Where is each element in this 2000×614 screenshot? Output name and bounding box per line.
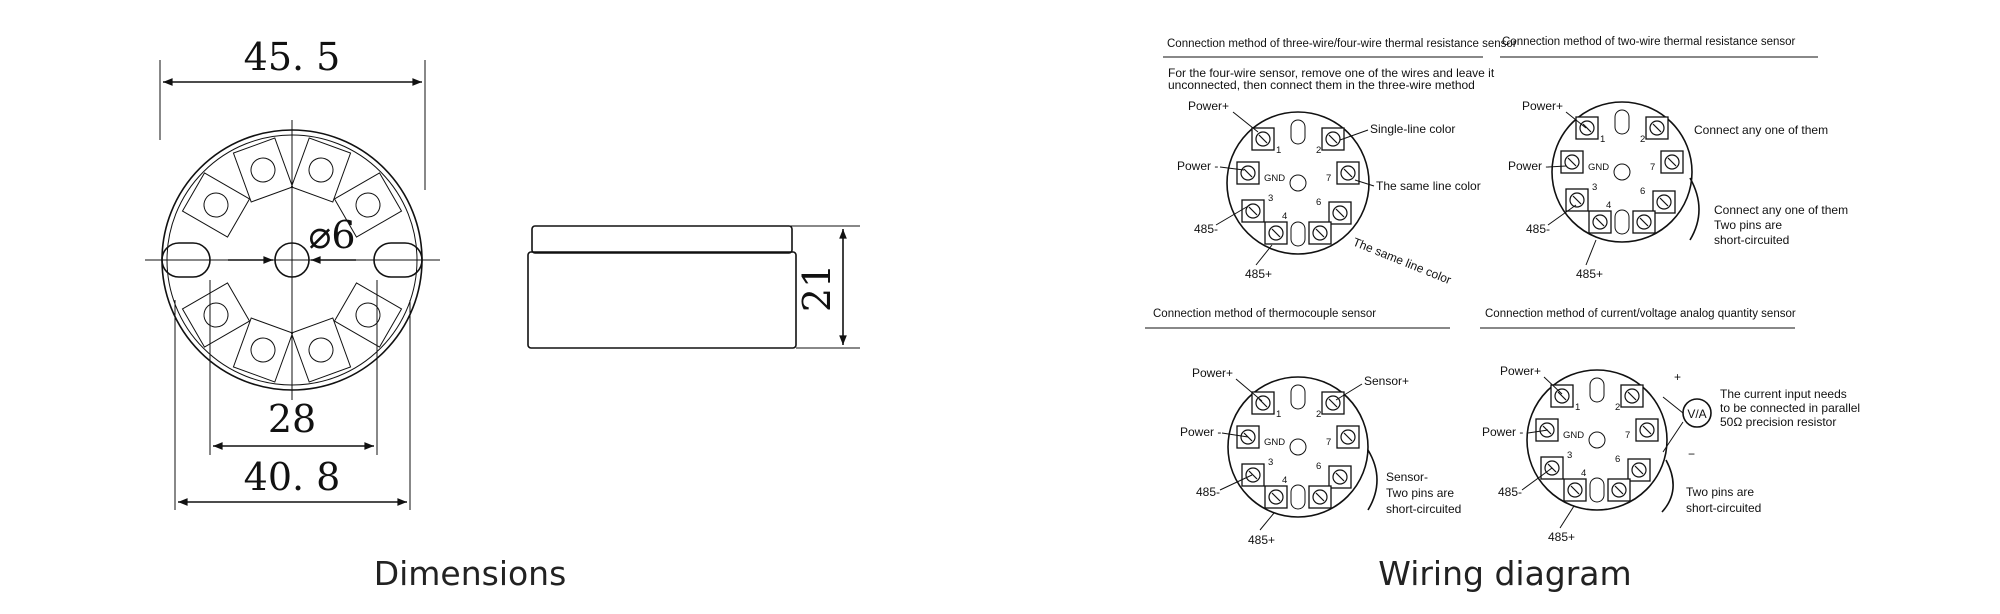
terminal-block: 1 2 GND 7 3 6 4 — [1226, 111, 1370, 255]
label-power-minus: Power - — [1180, 425, 1221, 439]
pin-label: 6 — [1316, 461, 1321, 472]
wiring-diagram: Connection method of three-wire/four-wir… — [1145, 36, 1860, 593]
label-485-minus: 485- — [1196, 485, 1220, 499]
pin-label: 6 — [1640, 186, 1645, 197]
pin-label: 1 — [1276, 145, 1281, 156]
dim-height: 21 — [795, 264, 839, 312]
dim-spacing: 28 — [268, 397, 316, 441]
panel-title: Connection method of thermocouple sensor — [1153, 308, 1376, 320]
label-485-minus: 485- — [1526, 222, 1550, 236]
pin-label: 2 — [1615, 402, 1620, 413]
pin-label: 7 — [1326, 437, 1331, 448]
label-power-plus: Power+ — [1522, 99, 1563, 113]
dimensions-caption: Dimensions — [374, 554, 567, 593]
pin-label: 6 — [1316, 197, 1321, 208]
dim-bore: ⌀6 — [308, 213, 355, 257]
label-sensor-minus: Sensor- — [1386, 470, 1428, 484]
label-current-note-3: 50Ω precision resistor — [1720, 415, 1836, 429]
pin-label: 4 — [1282, 475, 1287, 486]
panel-title: Connection method of two-wire thermal re… — [1502, 36, 1796, 48]
pin-label: 3 — [1592, 182, 1597, 193]
label-power-plus: Power+ — [1192, 366, 1233, 380]
pin-label: 1 — [1276, 409, 1281, 420]
pin-label: 3 — [1268, 193, 1273, 204]
label-sensor-plus: Sensor+ — [1364, 374, 1409, 388]
label-485-minus: 485- — [1498, 485, 1522, 499]
label-power-minus: Power - — [1177, 159, 1218, 173]
label-short-circuited: short-circuited — [1686, 501, 1761, 515]
pin-label: 4 — [1581, 468, 1586, 479]
label-plus: + — [1674, 370, 1681, 384]
label-meter: V/A — [1687, 407, 1706, 421]
label-two-pins: Two pins are — [1386, 486, 1454, 500]
pin-label: 7 — [1650, 162, 1655, 173]
wiring-caption: Wiring diagram — [1378, 554, 1631, 593]
dim-width-top: 45. 5 — [244, 35, 341, 79]
label-short-circuited: short-circuited — [1386, 502, 1461, 516]
pin-label: 2 — [1316, 145, 1321, 156]
pin-label: 3 — [1268, 457, 1273, 468]
panel-rtd-three-four-wire: Connection method of three-wire/four-wir… — [1163, 38, 1517, 287]
pin-label: 1 — [1600, 134, 1605, 145]
panel-title: Connection method of current/voltage ana… — [1485, 308, 1796, 320]
pin-label: 7 — [1625, 430, 1630, 441]
pin-label: GND — [1264, 437, 1285, 448]
label-current-note-2: to be connected in parallel — [1720, 401, 1860, 415]
label-current-note-1: The current input needs — [1720, 387, 1847, 401]
label-485-plus: 485+ — [1548, 530, 1575, 544]
panel-note-line: unconnected, then connect them in the th… — [1168, 78, 1475, 92]
sensor-top-view — [145, 120, 440, 400]
label-connect-any: Connect any one of them — [1694, 123, 1828, 137]
panel-note-line: For the four-wire sensor, remove one of … — [1168, 66, 1495, 80]
pin-label: 3 — [1567, 450, 1572, 461]
terminal-block: 1 2 GND 7 3 6 4 — [1227, 376, 1369, 518]
panel-thermocouple: Connection method of thermocouple sensor… — [1145, 308, 1461, 547]
label-short-circuited: short-circuited — [1714, 233, 1789, 247]
label-485-minus: 485- — [1194, 222, 1218, 236]
pin-label: GND — [1588, 162, 1609, 173]
sensor-side-view — [527, 225, 860, 349]
label-same-line-color-2: The same line color — [1351, 235, 1453, 287]
pin-label: 4 — [1282, 211, 1287, 222]
terminal-block: 1 2 GND 7 3 6 4 — [1551, 101, 1693, 243]
dim-width-bottom: 40. 8 — [244, 455, 341, 499]
label-power-plus: Power+ — [1188, 99, 1229, 113]
pin-label: 6 — [1615, 454, 1620, 465]
dimensions-drawing: 45. 5 ⌀6 — [145, 35, 860, 593]
label-connect-any-2: Connect any one of them — [1714, 203, 1848, 217]
panel-rtd-two-wire: Connection method of two-wire thermal re… — [1500, 36, 1848, 281]
pin-label: GND — [1563, 430, 1584, 441]
label-485-plus: 485+ — [1248, 533, 1275, 547]
pin-label: 1 — [1575, 402, 1580, 413]
label-two-pins: Two pins are — [1686, 485, 1754, 499]
label-power-plus: Power+ — [1500, 364, 1541, 378]
label-power-minus: Power - — [1482, 425, 1523, 439]
pin-label: GND — [1264, 173, 1285, 184]
label-485-plus: 485+ — [1576, 267, 1603, 281]
label-single-line-color: Single-line color — [1370, 122, 1455, 136]
pin-label: 7 — [1326, 173, 1331, 184]
label-same-line-color: The same line color — [1376, 179, 1481, 193]
label-485-plus: 485+ — [1245, 267, 1272, 281]
label-two-pins: Two pins are — [1714, 218, 1782, 232]
pin-label: 2 — [1640, 134, 1645, 145]
panel-title: Connection method of three-wire/four-wir… — [1167, 38, 1517, 50]
terminal-block: 1 2 GND 7 3 6 4 — [1526, 369, 1668, 511]
label-power-minus: Power - — [1508, 159, 1549, 173]
pin-label: 4 — [1606, 200, 1611, 211]
panel-current-voltage: Connection method of current/voltage ana… — [1480, 308, 1860, 544]
pin-label: 2 — [1316, 409, 1321, 420]
label-minus: − — [1688, 447, 1695, 461]
